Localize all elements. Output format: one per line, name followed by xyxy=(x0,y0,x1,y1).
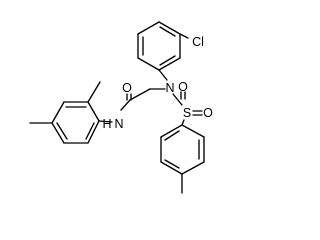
methyl-bond xyxy=(87,81,101,103)
chlorine-label: Cl xyxy=(192,35,204,49)
bond xyxy=(137,21,160,35)
bond xyxy=(87,101,100,122)
double-bond xyxy=(159,55,176,66)
bond-nh-ring xyxy=(98,120,113,123)
bond-n-s xyxy=(172,93,183,106)
double-bond xyxy=(159,26,176,37)
double-bond xyxy=(164,159,180,169)
bond xyxy=(51,122,65,144)
bond-ring-n xyxy=(158,69,168,81)
double-bond xyxy=(56,122,68,140)
bond-ring-cl xyxy=(179,33,189,39)
double-bond xyxy=(164,130,180,141)
carbonyl-oxygen-label: O xyxy=(122,81,132,95)
bond xyxy=(158,21,181,35)
amide-hydrogen-label: H xyxy=(102,117,111,131)
double-bond xyxy=(85,122,95,140)
bond xyxy=(137,57,160,71)
sulfonamide-nitrogen-label: N xyxy=(165,81,174,95)
bond xyxy=(158,57,181,71)
chlorophenyl-ring xyxy=(137,21,181,71)
bond-c-nh xyxy=(120,99,131,111)
sulfonyl-oxygen-label: O xyxy=(178,80,188,94)
bond xyxy=(51,101,65,124)
bond xyxy=(160,161,183,175)
tolyl-ring xyxy=(160,124,205,175)
bond xyxy=(181,161,205,175)
bond-ch2-co xyxy=(129,88,151,101)
bond xyxy=(181,124,205,138)
sulfonyl-oxygen-label: O xyxy=(203,106,213,120)
dimethylphenyl-ring xyxy=(51,101,100,144)
bond-s-ring xyxy=(181,119,185,126)
bond xyxy=(160,124,183,138)
molecule-structure: Cl N O N H O S O xyxy=(29,21,213,194)
bond xyxy=(87,120,100,144)
amide-nitrogen-label: N xyxy=(114,117,123,131)
sulfur-label: S xyxy=(183,106,191,120)
